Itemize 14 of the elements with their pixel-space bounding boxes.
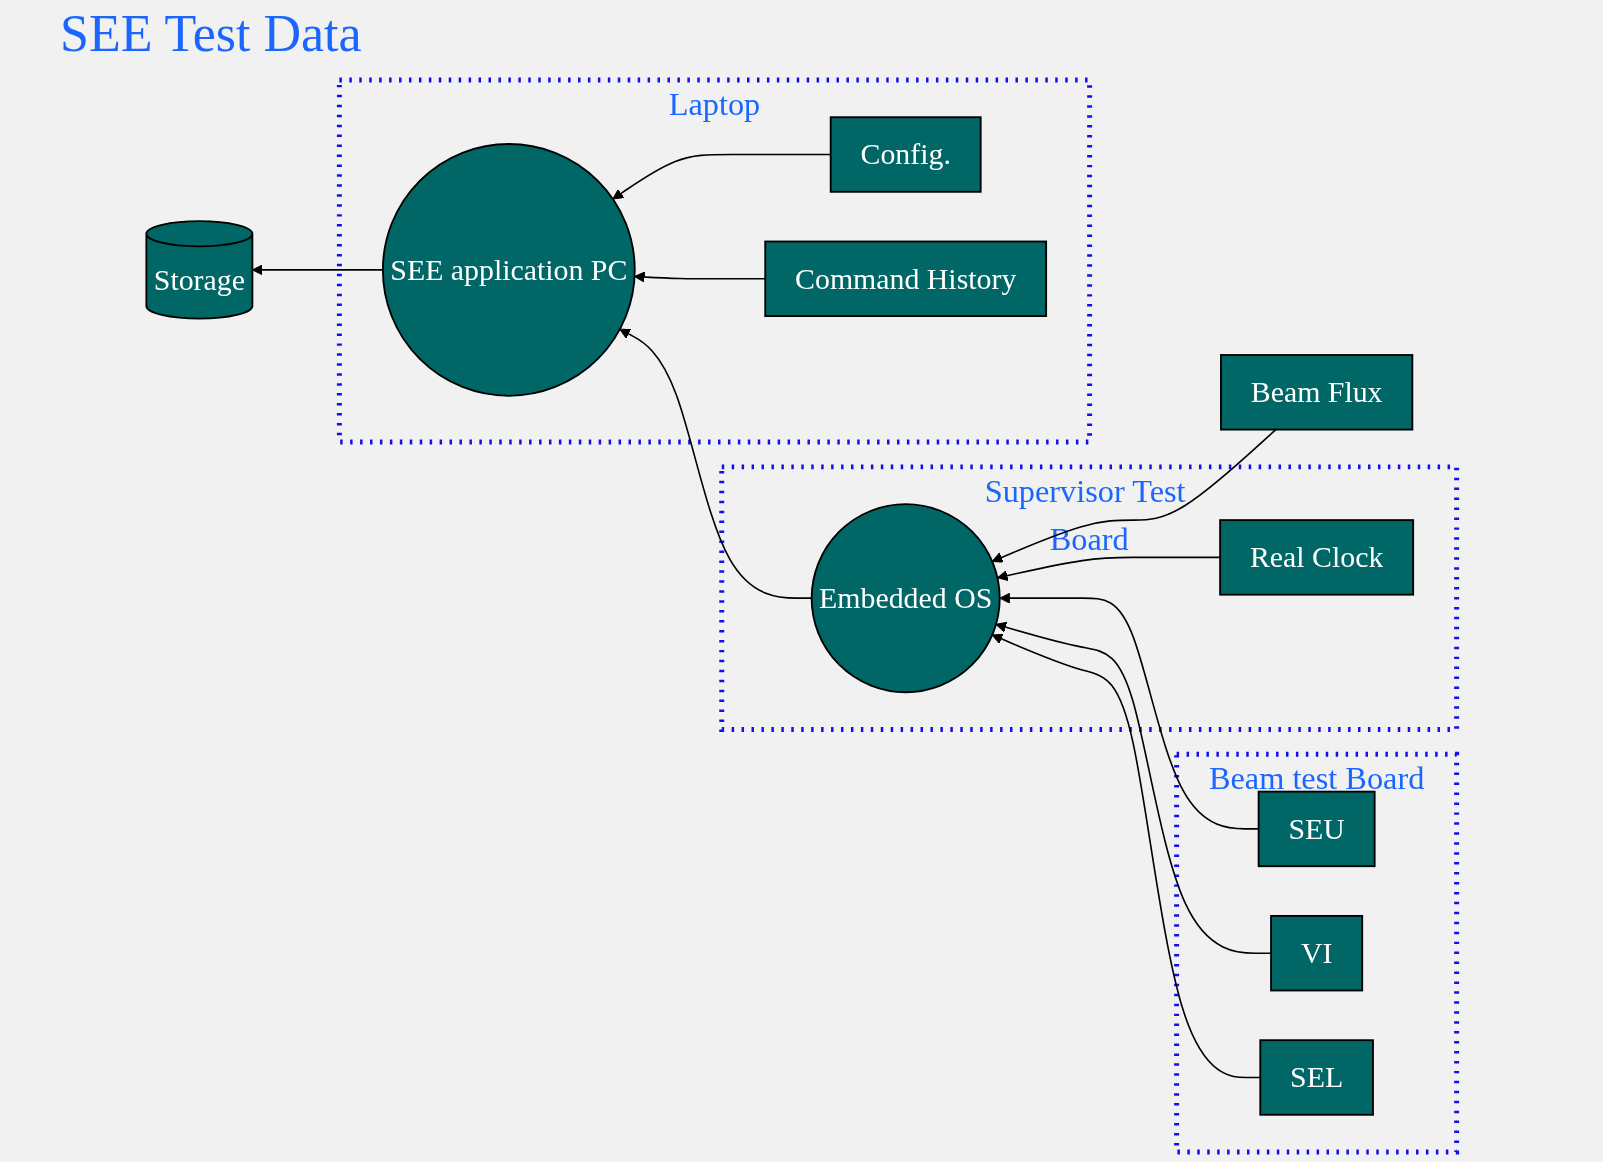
arrow [997,556,1221,581]
node-circle: Embedded OS [810,503,1001,694]
node-box: SEU [1257,790,1376,868]
node-box: Command History [764,240,1048,317]
node-box: Real Clock [1219,519,1415,596]
node-box: VI [1270,915,1364,992]
arrow [995,621,1272,954]
node-box: Config. [829,116,982,193]
node-circle: SEE application PC [381,143,636,397]
node-box: SEL [1259,1039,1374,1116]
node-box: Beam Flux [1220,354,1414,431]
diagram-title: SEE Test Data [60,4,362,63]
arrow [991,428,1277,563]
arrow [251,264,384,276]
